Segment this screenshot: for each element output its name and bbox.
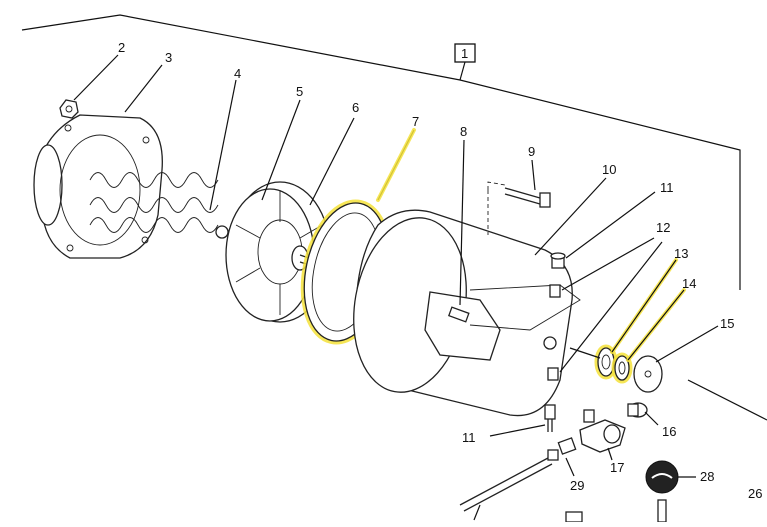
callout-28: 28: [700, 469, 714, 484]
part-13-washer: [594, 258, 678, 380]
part-14-washer: [611, 288, 686, 384]
continuation-line-right: [687, 379, 767, 421]
part-11-grease-fitting-top: [550, 191, 656, 269]
callout-5: 5: [296, 84, 303, 99]
part-4-spring: [89, 79, 237, 239]
partial-part-bottom: [565, 511, 583, 523]
part-9-bolt: [487, 159, 551, 235]
callout-16: 16: [662, 424, 676, 439]
part-15-end-cap: [569, 325, 719, 393]
group-label-box: [454, 43, 476, 63]
callout-6: 6: [352, 100, 359, 115]
part-16-fitting: [627, 402, 659, 426]
part-11-bolt-bottom: [489, 404, 556, 437]
group-leader-line: [459, 61, 466, 81]
callout-4: 4: [234, 66, 241, 81]
callout-12: 12: [656, 220, 670, 235]
callout-9: 9: [528, 144, 535, 159]
callout-3: 3: [165, 50, 172, 65]
callout-13: 13: [674, 246, 688, 261]
part-8-set-screw: [447, 139, 470, 323]
part-17-valve: [579, 409, 626, 461]
callout-7: 7: [412, 114, 419, 129]
callout-26: 26: [748, 486, 762, 501]
callout-11-top: 11: [660, 180, 674, 195]
callout-2: 2: [118, 40, 125, 55]
continuation-line-bottom: [473, 504, 481, 521]
callout-8: 8: [460, 124, 467, 139]
callout-29: 29: [570, 478, 584, 493]
part-3-flange-housing: [33, 64, 163, 259]
callout-14: 14: [682, 276, 696, 291]
leader-6: [309, 117, 355, 206]
group-label: 1: [461, 46, 468, 61]
partial-pin-bottom: [657, 499, 667, 523]
part-28-dust-cap: [645, 460, 696, 494]
part-2-nut: [59, 54, 119, 119]
callout-11-bottom: 11: [462, 430, 476, 445]
callout-15: 15: [720, 316, 734, 331]
callout-17: 17: [610, 460, 624, 475]
callout-10: 10: [602, 162, 616, 177]
part-29-elbow-fitting: [459, 437, 577, 512]
